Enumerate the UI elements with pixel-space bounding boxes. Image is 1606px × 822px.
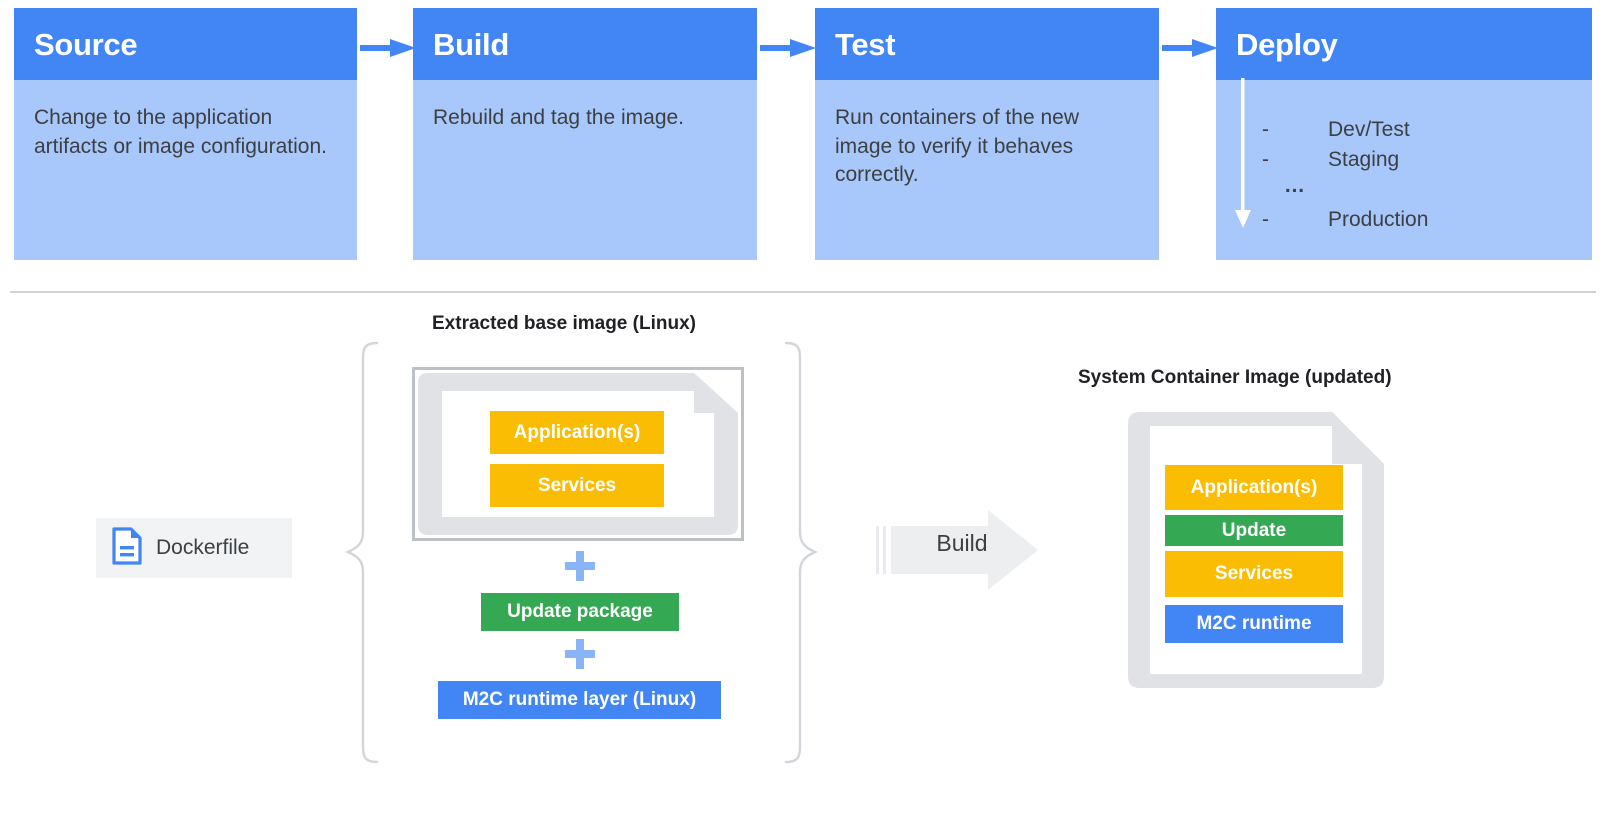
stage-header-source: Source [14,8,357,80]
result-layer-update: Update [1165,515,1343,546]
stage-title-build: Build [433,26,509,62]
stage-title-source: Source [34,26,138,62]
base-layer-label: Services [537,474,617,496]
pipeline-stage-build[interactable]: Build Rebuild and tag the image. [413,8,757,260]
result-layer-label: Update [1221,519,1287,541]
deploy-list-ellipsis: … [1262,174,1582,208]
deploy-item-label: Staging [1328,148,1400,171]
plus-icon-1 [565,551,595,586]
added-layer-m2c-runtime: M2C runtime layer (Linux) [438,681,721,719]
deploy-item-dash: - [1262,118,1269,141]
stage-body-build: Rebuild and tag the image. [413,80,757,133]
result-layer-label: M2C runtime [1196,613,1312,634]
dockerfile-chip[interactable]: Dockerfile [96,518,292,578]
dockerfile-icon [112,526,142,570]
result-layer-m2c-runtime: M2C runtime [1165,605,1343,643]
connector-arrow-test-to-deploy [1162,38,1218,58]
added-layer-update-package: Update package [481,593,679,631]
base-layer-label: Application(s) [513,421,641,443]
deploy-item-dash: - [1262,208,1269,231]
base-layer-services: Services [490,464,664,507]
section-divider [10,291,1596,293]
deploy-environment-list: - Dev/Test - Staging … - Production [1262,118,1582,238]
connector-arrow-build-to-test [760,38,816,58]
build-action-label: Build [936,530,988,556]
result-layer-label: Application(s) [1190,476,1318,498]
build-action-arrow[interactable] [876,508,1040,592]
stage-title-deploy: Deploy [1236,26,1338,62]
stage-header-deploy: Deploy [1216,8,1592,80]
stage-header-test: Test [815,8,1159,80]
deploy-ellipsis-text: … [1284,174,1306,197]
deploy-item-label: Dev/Test [1328,118,1410,141]
stage-description-source: Change to the application artifacts or i… [34,106,327,158]
right-grouping-brace [784,340,818,770]
added-layer-label: M2C runtime layer (Linux) [462,689,697,710]
dockerfile-label: Dockerfile [156,536,250,559]
deploy-list-item-production: - Production [1262,208,1582,238]
stage-description-test: Run containers of the new image to verif… [835,106,1079,187]
stage-title-test: Test [835,26,896,62]
base-image-document-shape [418,373,738,540]
deploy-list-item-staging: - Staging [1262,148,1582,178]
deploy-item-dash: - [1262,148,1269,171]
stage-body-source: Change to the application artifacts or i… [14,80,357,161]
result-layer-label: Services [1214,563,1294,584]
base-layer-applications: Application(s) [490,411,664,454]
deploy-list-item-dev-test: - Dev/Test [1262,118,1582,148]
left-grouping-brace [345,340,379,770]
deploy-progression-arrow-icon [1232,78,1254,230]
plus-icon-2 [565,639,595,674]
stage-header-build: Build [413,8,757,80]
caption-extracted-base-image: Extracted base image (Linux) [432,313,696,334]
caption-system-container-image: System Container Image (updated) [1078,367,1392,388]
pipeline-stage-deploy[interactable]: Deploy [1216,8,1592,260]
stage-description-build: Rebuild and tag the image. [433,106,685,129]
added-layer-label: Update package [507,601,653,622]
stage-body-test: Run containers of the new image to verif… [815,80,1159,190]
connector-arrow-source-to-build [360,38,416,58]
deploy-item-label: Production [1328,208,1429,231]
result-layer-services: Services [1165,551,1343,597]
pipeline-stage-test[interactable]: Test Run containers of the new image to … [815,8,1159,260]
result-layer-applications: Application(s) [1165,465,1343,510]
pipeline-stage-source[interactable]: Source Change to the application artifac… [14,8,357,260]
